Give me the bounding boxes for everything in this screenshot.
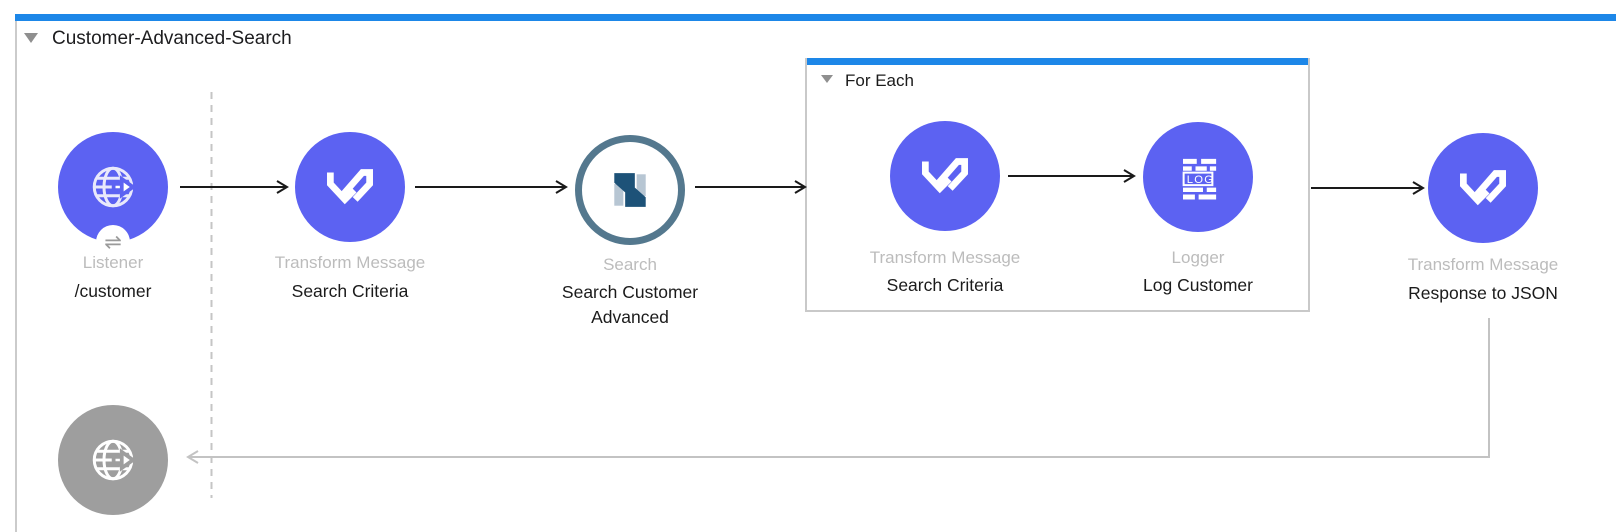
dataweave-icon (327, 169, 373, 205)
netsuite-search-node[interactable] (575, 135, 685, 245)
listener-type-label: Listener (82, 253, 144, 272)
netsuite-icon (614, 173, 646, 207)
foreach-title: For Each (845, 71, 914, 90)
foreach-collapse-triangle-icon[interactable] (821, 75, 833, 83)
dataweave-icon (1460, 170, 1506, 206)
search-doc-name-line2: Advanced (591, 307, 669, 327)
search-type-label: Search (603, 255, 657, 274)
transform-1-doc-name: Search Criteria (291, 281, 409, 301)
logger-type-label: Logger (1171, 248, 1225, 267)
transform-message-node-2[interactable] (890, 121, 1000, 231)
dataweave-icon (922, 158, 968, 194)
transform-2-type-label: Transform Message (869, 248, 1021, 267)
globe-arrow-icon (92, 439, 137, 481)
arrow-out-icon (111, 175, 137, 199)
logger-doc-name: Log Customer (1143, 275, 1253, 295)
foreach-accent-bar (807, 58, 1308, 65)
transform-message-node-3[interactable] (1428, 133, 1538, 243)
logger-node[interactable]: LOG (1143, 122, 1253, 232)
flow-accent-bar (15, 14, 1616, 21)
transform-2-doc-name: Search Criteria (886, 275, 1004, 295)
return-connector (186, 318, 1490, 464)
transform-message-node-1[interactable] (295, 132, 405, 242)
flow-collapse-triangle-icon[interactable] (24, 33, 38, 43)
logger-icon: LOG (1182, 158, 1217, 200)
search-doc-name-line1: Search Customer (561, 282, 699, 302)
flow-left-border (15, 21, 17, 532)
response-node-disabled[interactable] (58, 405, 168, 515)
listener-node[interactable] (58, 132, 168, 242)
transform-3-doc-name: Response to JSON (1408, 283, 1558, 303)
flow-title: Customer-Advanced-Search (52, 28, 292, 49)
request-response-exchange-icon: ⇌ (96, 225, 130, 259)
logger-icon-text: LOG (1187, 174, 1215, 186)
transform-3-type-label: Transform Message (1407, 255, 1559, 274)
listener-doc-name: /customer (74, 281, 152, 301)
transform-1-type-label: Transform Message (274, 253, 426, 272)
